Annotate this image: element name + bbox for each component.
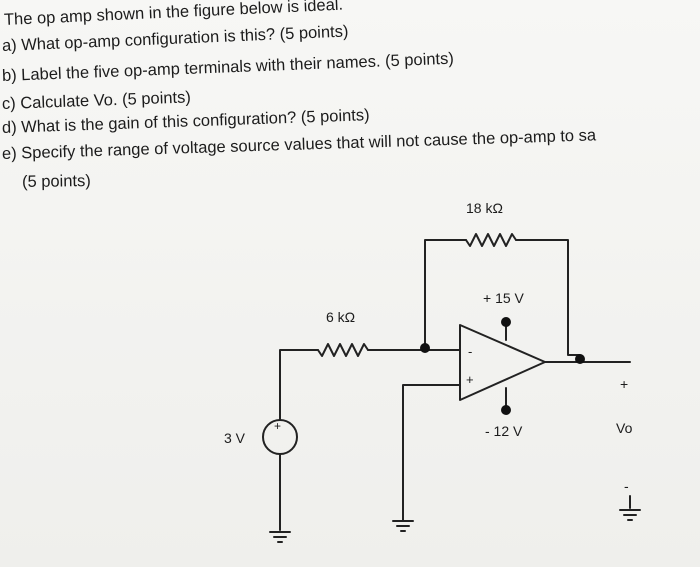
terminal-dot-vplus: [501, 317, 511, 327]
vplus-label: + 15 V: [483, 290, 524, 306]
opamp-plus-sign: +: [466, 372, 474, 387]
junction-dot-output: [575, 354, 585, 364]
input-wire-left: [279, 349, 319, 421]
rin-label: 6 kΩ: [326, 309, 356, 325]
ground-symbol-opamp: [392, 520, 414, 532]
rf-label: 18 kΩ: [466, 200, 503, 216]
output-minus-sign: -: [624, 478, 629, 494]
feedback-resistor: [465, 233, 517, 247]
feedback-wire-right: [515, 239, 581, 356]
input-resistor: [317, 343, 369, 357]
ground-symbol-source: [269, 531, 291, 543]
feedback-wire-left: [424, 239, 467, 349]
vminus-label: - 12 V: [485, 423, 523, 439]
opamp-minus-sign: -: [468, 344, 473, 359]
voltage-source-symbol: [262, 419, 298, 455]
output-voltage-label: Vo: [616, 420, 633, 436]
noninverting-wire: [402, 384, 461, 521]
junction-dot-inverting: [420, 343, 430, 353]
ground-symbol-output: [619, 509, 641, 521]
output-plus-sign: +: [620, 376, 629, 392]
source-voltage-label: 3 V: [224, 430, 246, 446]
terminal-dot-vminus: [501, 405, 511, 415]
opamp-triangle: [459, 324, 546, 401]
source-plus-sign: +: [274, 419, 282, 433]
